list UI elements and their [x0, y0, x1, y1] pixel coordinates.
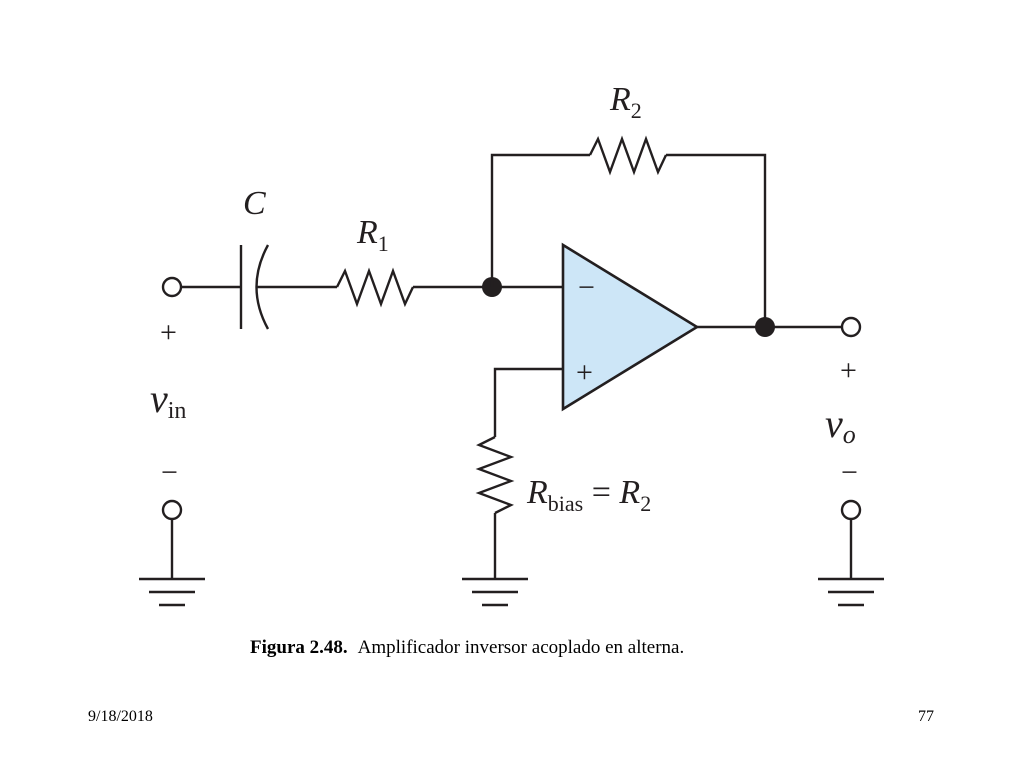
page-number: 77 — [918, 708, 934, 725]
rbias-label: Rbias = R2 — [526, 474, 651, 516]
ground-symbol-left — [139, 577, 205, 607]
resistor-r2 — [588, 135, 668, 176]
vo-minus-sign: − — [841, 456, 858, 489]
r2-label: R2 — [609, 81, 642, 123]
capacitor-label: C — [243, 185, 266, 222]
junction-dot-output — [755, 317, 775, 337]
vo-label: vo — [825, 401, 856, 449]
r1-label: R1 — [356, 214, 389, 256]
footer-date: 9/18/2018 — [88, 708, 153, 725]
vin-plus-sign: + — [160, 316, 177, 349]
wire-feedback-right — [666, 153, 767, 327]
ground-symbol-middle — [462, 577, 528, 607]
op-amp-plus-sign: + — [576, 356, 593, 389]
resistor-rbias — [475, 435, 515, 515]
vin-label: vin — [150, 376, 186, 424]
wire-noninverting-input — [493, 367, 563, 437]
vin-bottom-terminal — [161, 499, 183, 521]
wire-feedback-left — [490, 153, 590, 287]
vo-plus-sign: + — [840, 354, 857, 387]
op-amp — [561, 242, 700, 412]
figure-number: Figura 2.48. — [250, 637, 348, 658]
circuit-diagram: C R1 R2 − + Rbias = R2 + vin − + vo − — [139, 81, 884, 607]
figure-caption-text: Amplificador inversor acoplado en altern… — [357, 637, 685, 658]
vin-minus-sign: − — [161, 456, 178, 489]
resistor-r1 — [335, 267, 415, 308]
ground-symbol-right — [818, 577, 884, 607]
vo-top-terminal — [840, 316, 862, 338]
vin-top-terminal — [161, 276, 183, 298]
vo-bottom-terminal — [840, 499, 862, 521]
figure-caption: Figura 2.48. Amplificador inversor acopla… — [250, 637, 950, 659]
op-amp-minus-sign: − — [578, 271, 595, 304]
